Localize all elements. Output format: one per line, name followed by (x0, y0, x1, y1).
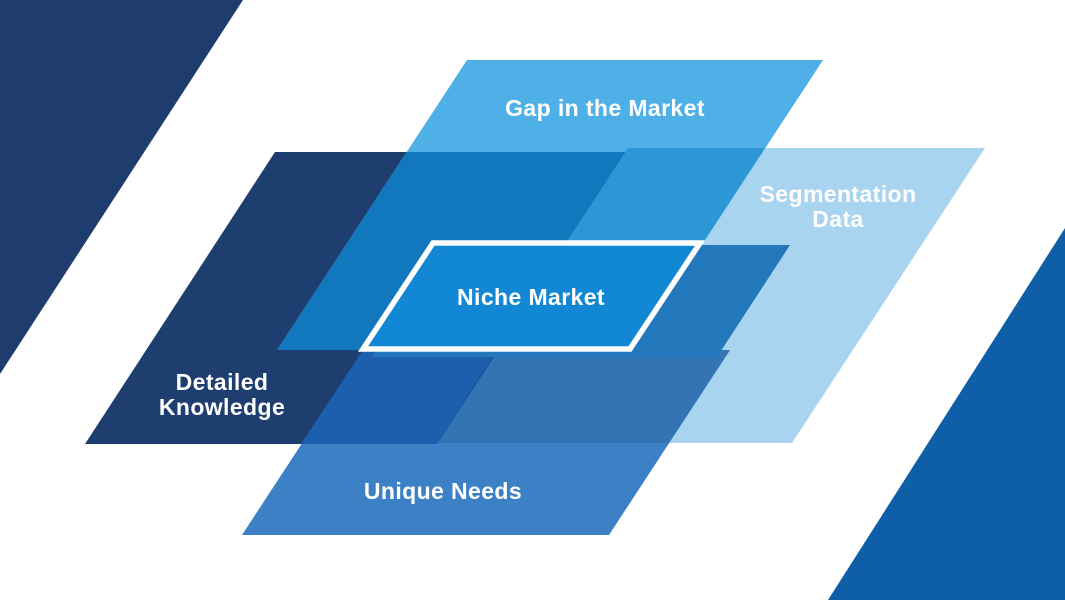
detailed-knowledge-label-line1: Detailed (176, 369, 269, 395)
overlap-detailed-unique (301, 350, 497, 444)
unique-needs-label: Unique Needs (364, 478, 522, 504)
niche-market-shape (357, 240, 706, 352)
niche-market-label: Niche Market (457, 284, 605, 310)
gap-in-market-label: Gap in the Market (505, 95, 705, 121)
overlap-unique-segmentation (436, 350, 730, 443)
segmentation-data-label-line2: Data (812, 206, 863, 232)
corner-accent-bottom-right (828, 228, 1065, 600)
corner-accent-top-left (0, 0, 243, 374)
segmentation-data-label-line1: Segmentation (760, 181, 917, 207)
detailed-knowledge-label-line2: Knowledge (159, 394, 285, 420)
